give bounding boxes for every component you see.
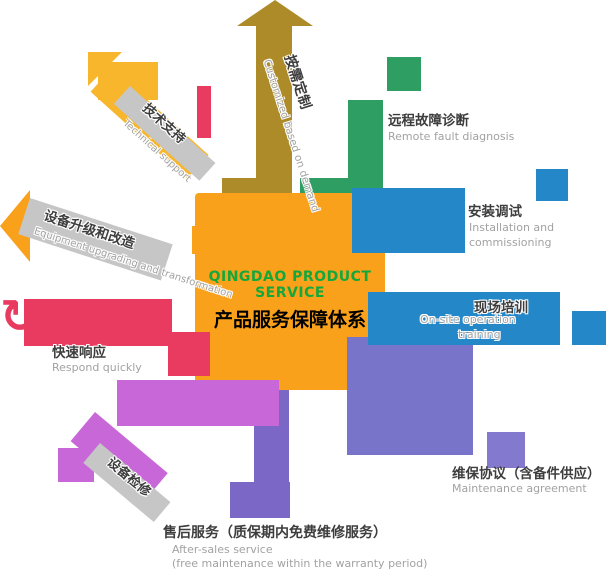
arm-demand-bar [256,22,292,194]
arm-aftersales-label-en2: (free maintenance within the warranty pe… [172,557,428,570]
arm-agreement-label: 维保协议（含备件供应） [452,466,601,482]
arm-training-label-en1: On-site operation [420,313,516,326]
arm-install-end-square [536,169,568,201]
cycle-arrow-icon: ↻ [0,289,39,343]
arm-aftersales-label: 售后服务（质保期内免费维修服务） [163,525,387,541]
arm-install-label-en1: Installation and [469,221,555,234]
arm-response-connector [168,332,210,376]
arm-training-label-en2: training [458,328,501,341]
arm-install-label-en2: commissioning [469,236,552,249]
arm-response-label-en: Respond quickly [52,361,142,374]
arm-response-label: 快速响应 [52,345,106,361]
center-title-en: QINGDAO PRODUCT SERVICE [208,269,372,301]
arm-install-label: 安装调试 [468,204,522,220]
arm-install-bar [352,188,465,253]
arm-training-bar [368,292,560,345]
arm-agreement-label-en: Maintenance agreement [452,482,587,495]
arm-diagnosis-end-square [387,57,421,91]
arm-diagnosis-label: 远程故障诊断 [388,113,469,129]
arm-response-bar [24,299,172,346]
center-title-zh: 产品服务保障体系 [213,309,366,331]
arm-diagnosis-label-en: Remote fault diagnosis [388,130,515,143]
arm-agreement-block [347,337,473,455]
arm-training-end-square [572,311,606,345]
arm-aftersales-foot [230,482,290,518]
arm-overhaul-block [117,380,279,426]
arm-aftersales-label-en1: After-sales service [172,543,273,556]
arm-agreement-end-square [487,432,525,468]
accent-strip [197,86,211,138]
arm-training-label: 现场培训 [474,300,528,316]
